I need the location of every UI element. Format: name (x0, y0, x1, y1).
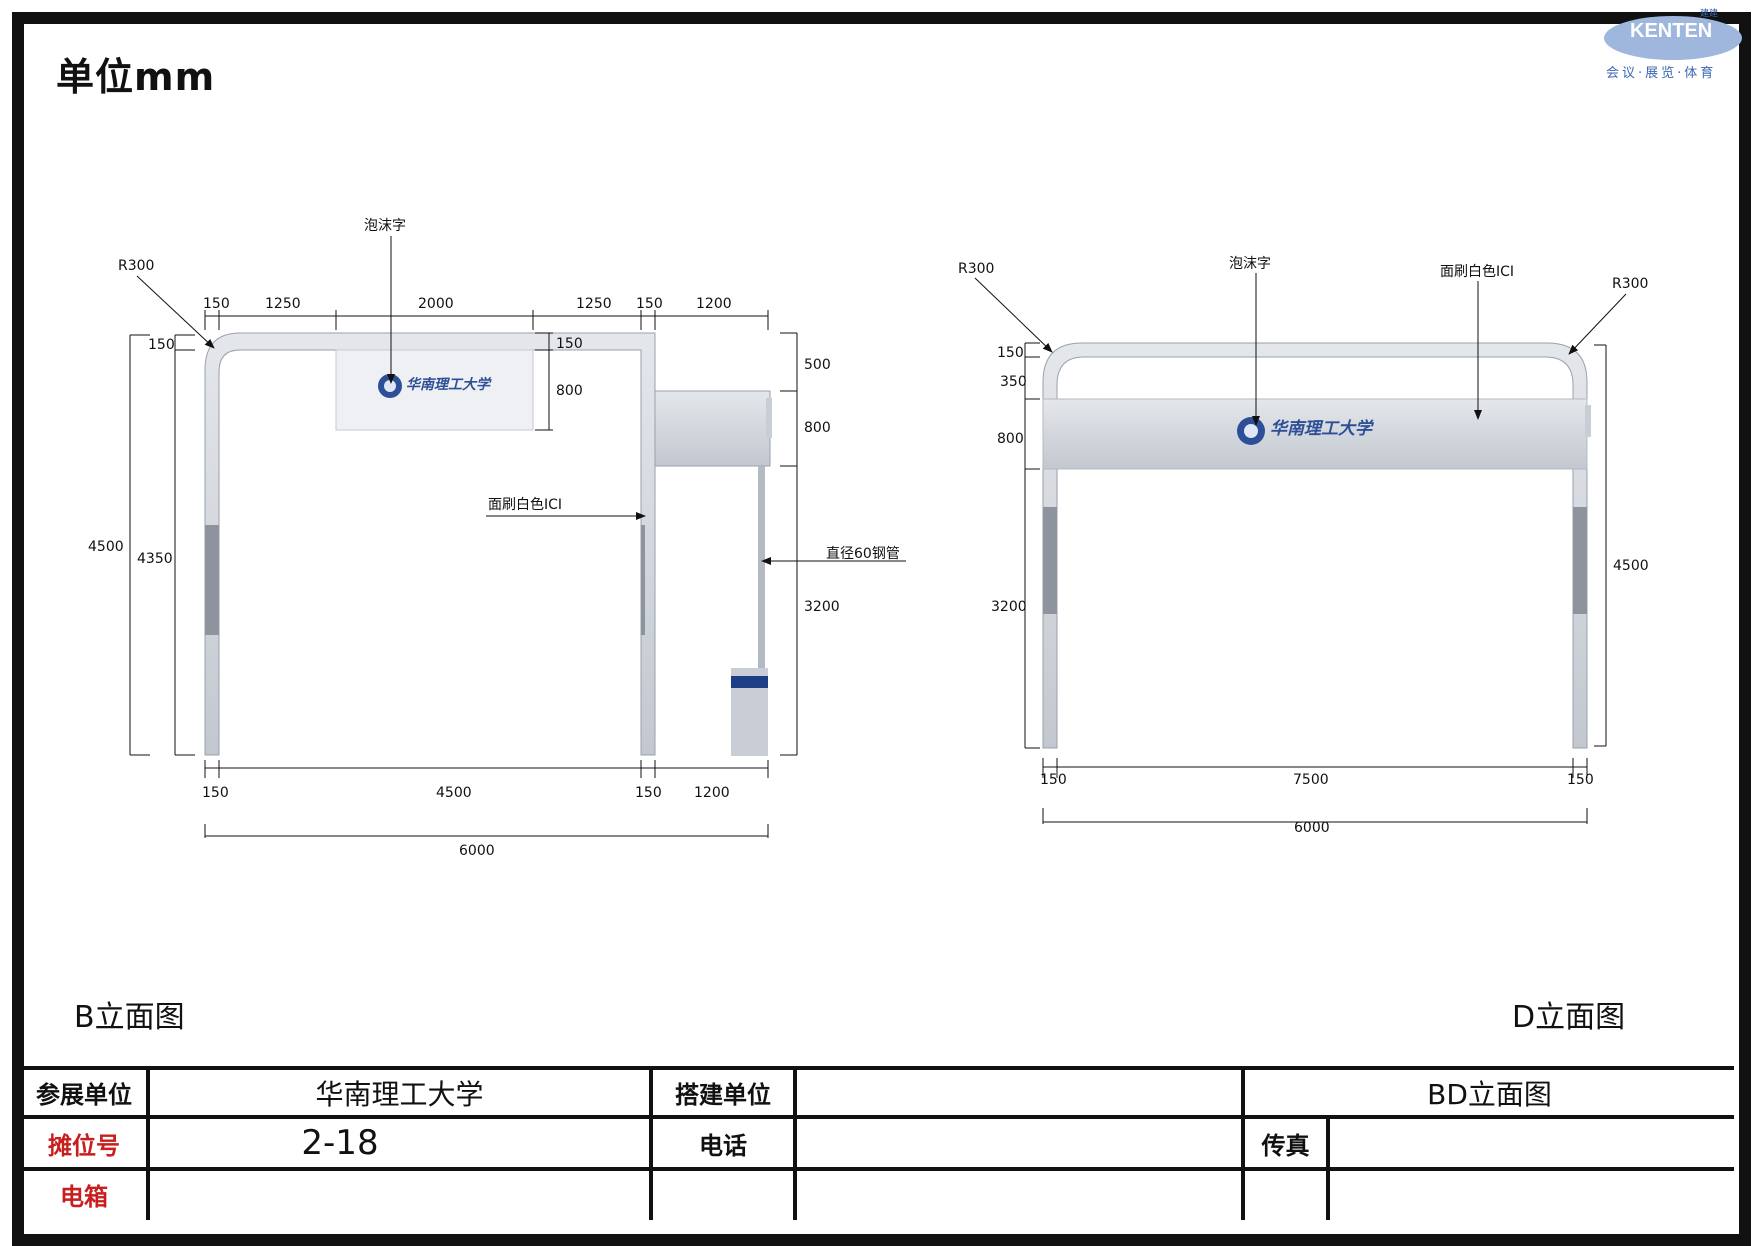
fax-label: 传真 (1261, 1131, 1310, 1160)
d-dims-bottom (1042, 758, 1588, 824)
d-arch-frame (1042, 342, 1588, 749)
b-dim-right-3: 3200 (804, 599, 840, 615)
d-header-board (1042, 398, 1588, 470)
b-dim-total: 6000 (459, 843, 495, 859)
b-dim-top-1: 150 (203, 296, 230, 312)
booth-value: 2-18 (301, 1123, 379, 1163)
b-left-post-groove (205, 525, 219, 635)
d-right-post-groove (1573, 507, 1587, 614)
tb-grid-row-divider-2 (22, 1167, 1734, 1171)
b-side-fascia (654, 390, 771, 467)
phone-label: 电话 (699, 1131, 747, 1160)
svg-text:华南理工大学: 华南理工大学 (1270, 419, 1375, 439)
b-dim-bottom-4: 1200 (694, 785, 730, 801)
exhibitor-label: 参展单位 (36, 1081, 132, 1109)
b-label-foam: 泡沫字 (364, 218, 406, 234)
b-dim-inner-1: 150 (556, 336, 583, 352)
d-label-radius-left: R300 (958, 261, 994, 277)
d-dims-right (1594, 344, 1607, 747)
b-dim-bottom-2: 4500 (436, 785, 472, 801)
d-left-post-groove (1043, 507, 1057, 614)
d-arrow-radius-right (1568, 293, 1627, 355)
b-fascia-cap (766, 398, 772, 438)
tb-grid-top-border (22, 1066, 1734, 1070)
b-dims-inner (535, 332, 553, 431)
d-dim-right-1: 4500 (1613, 558, 1649, 574)
b-dim-left-2: 4500 (88, 539, 124, 555)
logo-tagline: 会议·展览·体育 (1606, 66, 1717, 81)
d-dim-left-4: 3200 (991, 599, 1027, 615)
d-label-radius-right: R300 (1612, 276, 1648, 292)
title-block: 参展单位 华南理工大学 搭建单位 BD立面图 摊位号 2-18 电话 传真 电箱 (22, 1066, 1734, 1220)
svg-text:华南理工大学: 华南理工大学 (406, 376, 492, 393)
b-view-title: B立面图 (74, 1000, 185, 1035)
logo-brand: KENTEN (1630, 20, 1713, 42)
tb-grid-row-divider-1 (22, 1115, 1734, 1119)
d-dim-bottom-1: 150 (1040, 772, 1067, 788)
d-elevation: 华南理工大学 泡沫字 面刷白色ICI R300 R300 150 350 800… (958, 256, 1649, 836)
b-dim-top-5: 150 (636, 296, 663, 312)
b-dim-top-3: 2000 (418, 296, 454, 312)
b-pedestal-stripe (731, 676, 768, 688)
b-header-board (335, 349, 534, 431)
d-dim-total: 6000 (1294, 820, 1330, 836)
b-dim-left-3: 4350 (137, 551, 173, 567)
b-steel-pipe (758, 466, 765, 668)
b-dim-top-6: 1200 (696, 296, 732, 312)
tb-grid-col-divider-3 (793, 1066, 797, 1220)
d-dim-left-2: 350 (1000, 374, 1027, 390)
b-arch-frame (204, 332, 656, 756)
d-label-paint: 面刷白色ICI (1440, 263, 1514, 280)
b-dim-bottom-3: 150 (635, 785, 662, 801)
tb-grid-col-divider-4 (1241, 1066, 1245, 1220)
d-dim-bottom-3: 150 (1567, 772, 1594, 788)
b-dim-top-4: 1250 (576, 296, 612, 312)
b-dims-right (780, 332, 798, 756)
booth-label: 摊位号 (48, 1131, 120, 1160)
d-right-cap (1585, 405, 1591, 437)
b-dim-top-2: 1250 (265, 296, 301, 312)
kenten-logo: 建建 KENTEN 会议·展览·体育 (1600, 6, 1750, 81)
b-dim-left-1: 150 (148, 337, 175, 353)
b-label-paint: 面刷白色ICI (488, 496, 562, 513)
b-dims-bottom (204, 760, 769, 838)
b-dim-bottom-1: 150 (202, 785, 229, 801)
d-dim-left-1: 150 (997, 345, 1024, 361)
b-label-radius: R300 (118, 258, 154, 274)
b-arrow-radius (136, 275, 215, 349)
b-label-pipe: 直径60钢管 (826, 545, 900, 562)
b-elevation: 华南理工大学 泡沫字 R300 面刷白色ICI 直径60钢管 150 1250 … (88, 218, 906, 859)
b-scut-logo: 华南理工大学 (378, 374, 492, 398)
logo-ellipse (1604, 16, 1742, 60)
d-dims-left (1024, 342, 1040, 749)
tb-grid-col-divider-2 (649, 1066, 653, 1220)
unit-label: 单位mm (56, 55, 216, 99)
builder-label: 搭建单位 (675, 1081, 771, 1109)
power-label: 电箱 (60, 1182, 108, 1211)
d-arrow-radius-left (974, 277, 1053, 353)
b-dim-right-2: 800 (804, 420, 831, 436)
exhibitor-value: 华南理工大学 (315, 1077, 484, 1111)
d-dim-bottom-2: 7500 (1293, 772, 1329, 788)
b-dims-left (129, 334, 195, 756)
b-dims-top (204, 310, 769, 330)
logo-small-text: 建建 (1700, 9, 1719, 19)
d-dim-left-3: 800 (997, 431, 1024, 447)
drawing-title: BD立面图 (1427, 1077, 1552, 1111)
d-view-title: D立面图 (1512, 1000, 1626, 1035)
d-label-foam: 泡沫字 (1229, 256, 1271, 272)
tb-grid-col-divider-1 (146, 1066, 150, 1220)
b-dim-right-1: 500 (804, 357, 831, 373)
tb-grid-col-divider-5 (1326, 1115, 1330, 1220)
b-mid-post-groove (641, 525, 645, 635)
b-dim-inner-2: 800 (556, 383, 583, 399)
